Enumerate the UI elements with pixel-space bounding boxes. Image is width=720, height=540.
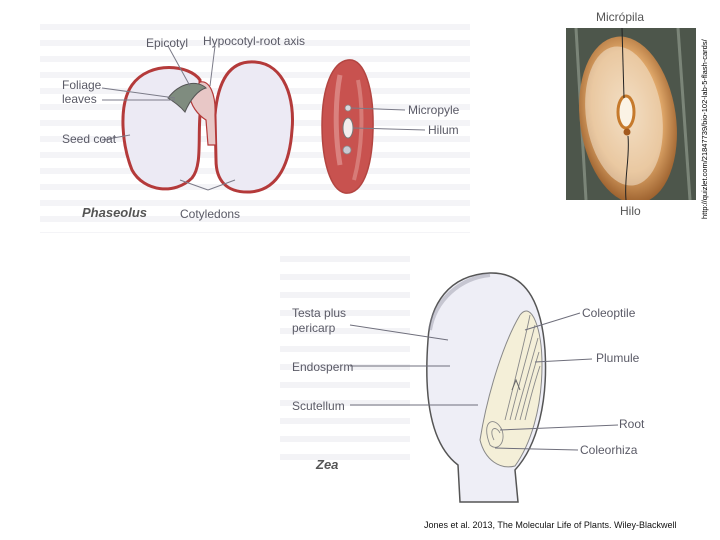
- seed-photo-micropyle: [624, 129, 631, 136]
- label-scutellum: Scutellum: [292, 399, 345, 413]
- label-testa-pericarp: Testa plus pericarp: [292, 306, 346, 336]
- label-coleoptile: Coleoptile: [582, 306, 635, 320]
- label-hilum: Hilum: [428, 123, 459, 137]
- photo-label-micropila: Micrópila: [596, 10, 644, 24]
- micropyle-spot: [345, 105, 351, 111]
- label-epicotyl: Epicotyl: [146, 36, 188, 50]
- phaseolus-diagram: [40, 20, 480, 235]
- right-cotyledon: [215, 62, 293, 192]
- photo-label-hilo: Hilo: [620, 204, 641, 218]
- seed-photo: [566, 28, 696, 200]
- seed-photo-hilum: [618, 96, 634, 128]
- label-root: Root: [619, 417, 644, 431]
- label-plumule: Plumule: [596, 351, 639, 365]
- citation: Jones et al. 2013, The Molecular Life of…: [424, 520, 676, 530]
- label-coleorhiza: Coleorhiza: [580, 443, 637, 457]
- label-micropyle: Micropyle: [408, 103, 459, 117]
- label-cotyledons: Cotyledons: [180, 207, 240, 221]
- source-url: http://quizlet.com/21847739/bio-102-lab-…: [700, 4, 716, 219]
- genus-zea: Zea: [316, 457, 338, 472]
- label-hypocotyl-root-axis: Hypocotyl-root axis: [203, 34, 305, 48]
- label-foliage-leaves: Foliage leaves: [62, 78, 101, 106]
- label-endosperm: Endosperm: [292, 360, 353, 374]
- label-seed-coat: Seed coat: [62, 132, 116, 146]
- hilum-spot: [343, 118, 353, 138]
- genus-phaseolus: Phaseolus: [82, 205, 147, 220]
